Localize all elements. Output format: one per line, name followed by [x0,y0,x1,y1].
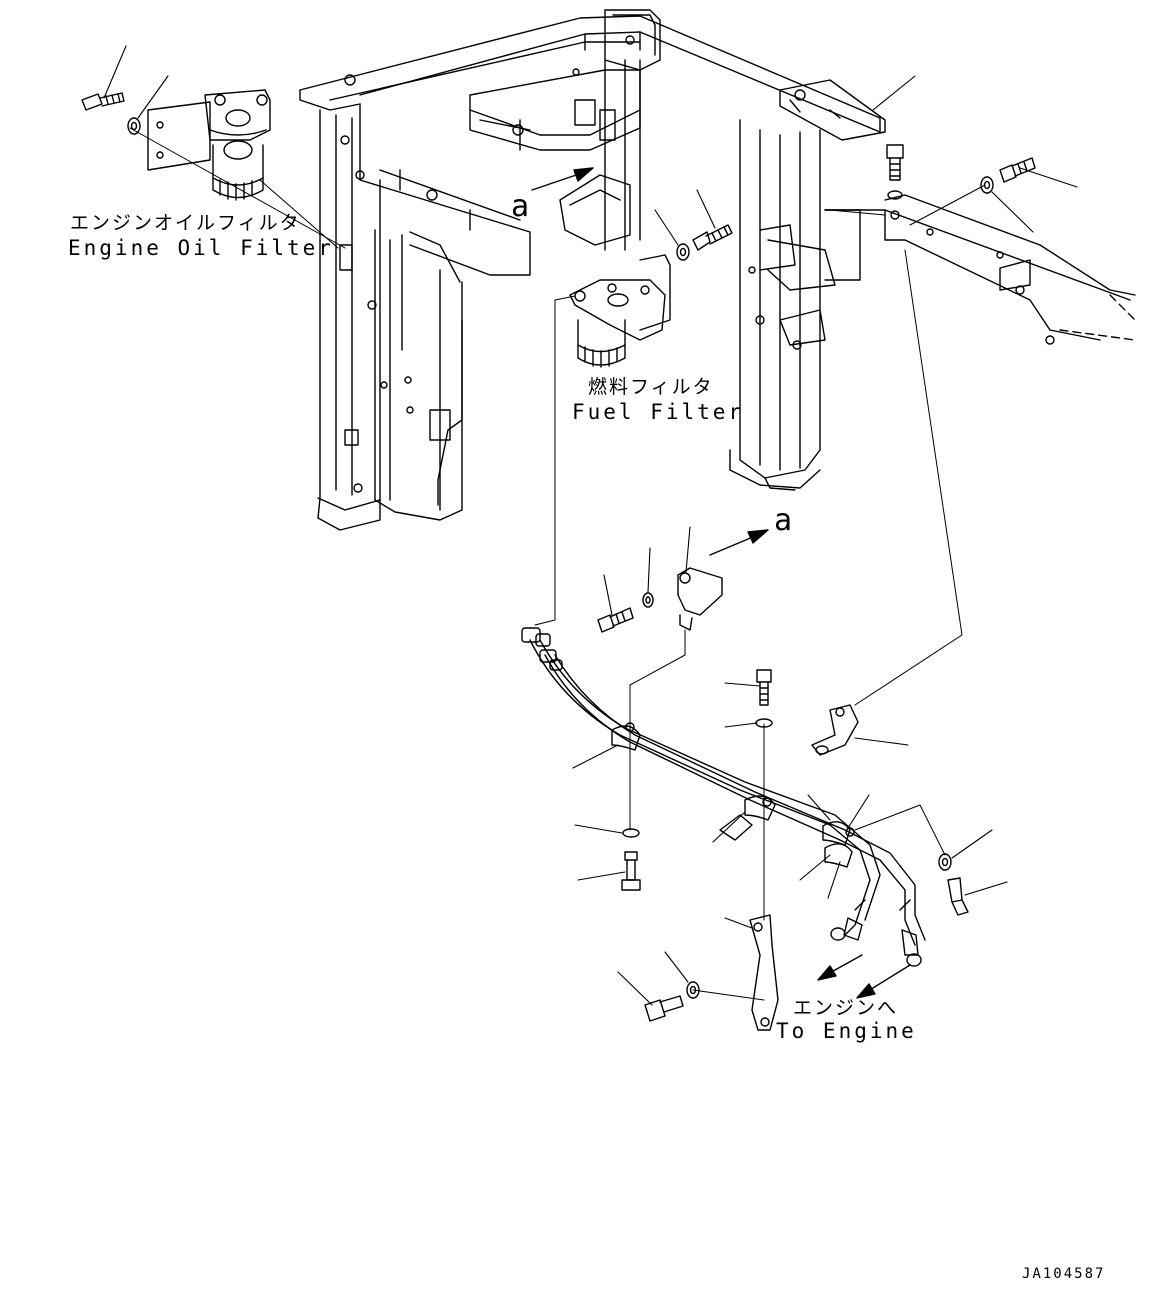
fuel-filter-label-jp: 燃料フィルタ [588,376,714,398]
fuel-filter-label-en: Fuel Filter [572,400,745,424]
hose-clamp-center [720,796,775,840]
clamp-washer-right [939,854,951,870]
clamp-washer-left [623,829,639,837]
fuel-filter [570,255,670,367]
to-engine-arrow-left [818,955,862,980]
engine-oil-filter-label-en: Engine Oil Filter [68,236,334,260]
rail-washer [981,177,993,193]
view-a-label-top: a [511,189,530,224]
side-rail [825,195,1135,344]
rail-bolt-horizontal [1000,158,1035,182]
bracket-bolt [598,608,633,632]
oil-filter-bolt [82,93,124,110]
engine-oil-filter-label-jp: エンジンオイルフィルタ [70,212,301,234]
view-a-arrow-bottom [710,530,768,555]
to-engine-arrow-right [857,965,910,998]
fuel-filter-bolt [693,225,732,250]
view-a-arrow-top [532,168,593,190]
hose-clamp-right [823,822,854,867]
leader-lines [104,46,1077,1005]
fuel-hoses [522,628,925,966]
fuel-filter-washer [677,244,689,260]
to-engine-label-en: To Engine [776,1019,917,1043]
hose-bracket-upper [678,568,722,630]
clamp-bolt-top [757,670,771,705]
drawing-code: JA104587 [1022,1266,1106,1282]
hose-bracket-right [812,705,858,755]
engine-oil-filter [148,90,270,200]
hose-bracket-lower [750,915,778,1030]
bracket-washer [643,593,653,607]
clamp-bolt-left [622,852,640,890]
view-a-label-bottom: a [774,503,793,538]
frame-structure [300,10,885,530]
clamp-bolt-right [948,878,968,915]
oil-filter-washer [128,118,140,134]
rail-bolt-vertical [887,145,903,199]
to-engine-label-jp: エンジンへ [793,997,899,1019]
center-lines [130,128,985,1000]
bracket-bolt-lower [645,996,683,1021]
